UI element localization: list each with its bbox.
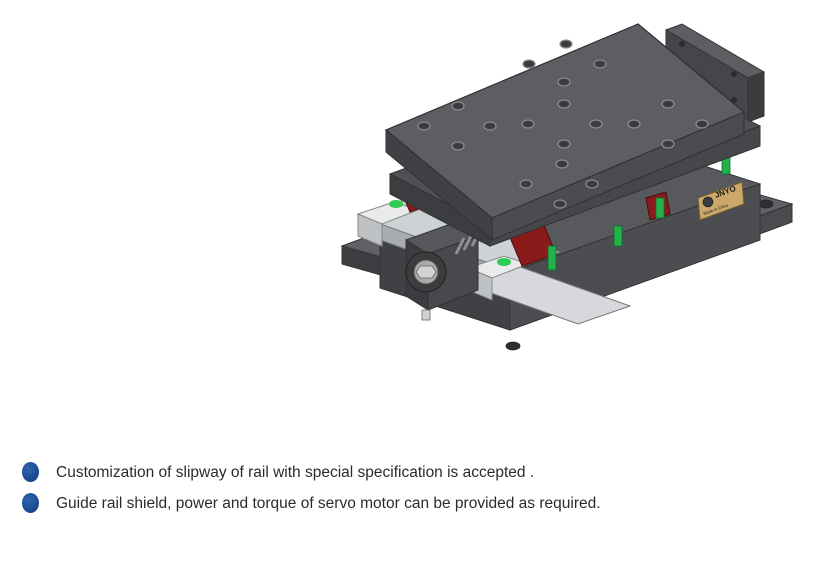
product-illustration: JNYO Made in China [330,14,800,386]
feature-list: Customization of slipway of rail with sp… [22,462,782,514]
bullet-dot-icon [22,462,39,482]
bullet-dot-icon [22,493,39,513]
feature-text: Customization of slipway of rail with sp… [56,464,535,481]
feature-item-guide-rail-shield: Guide rail shield, power and torque of s… [22,493,782,514]
linear-stage-drawing: JNYO Made in China [340,23,794,351]
brand-logo-icon [702,196,714,208]
feature-item-customization: Customization of slipway of rail with sp… [22,462,782,483]
feature-text: Guide rail shield, power and torque of s… [56,495,601,512]
